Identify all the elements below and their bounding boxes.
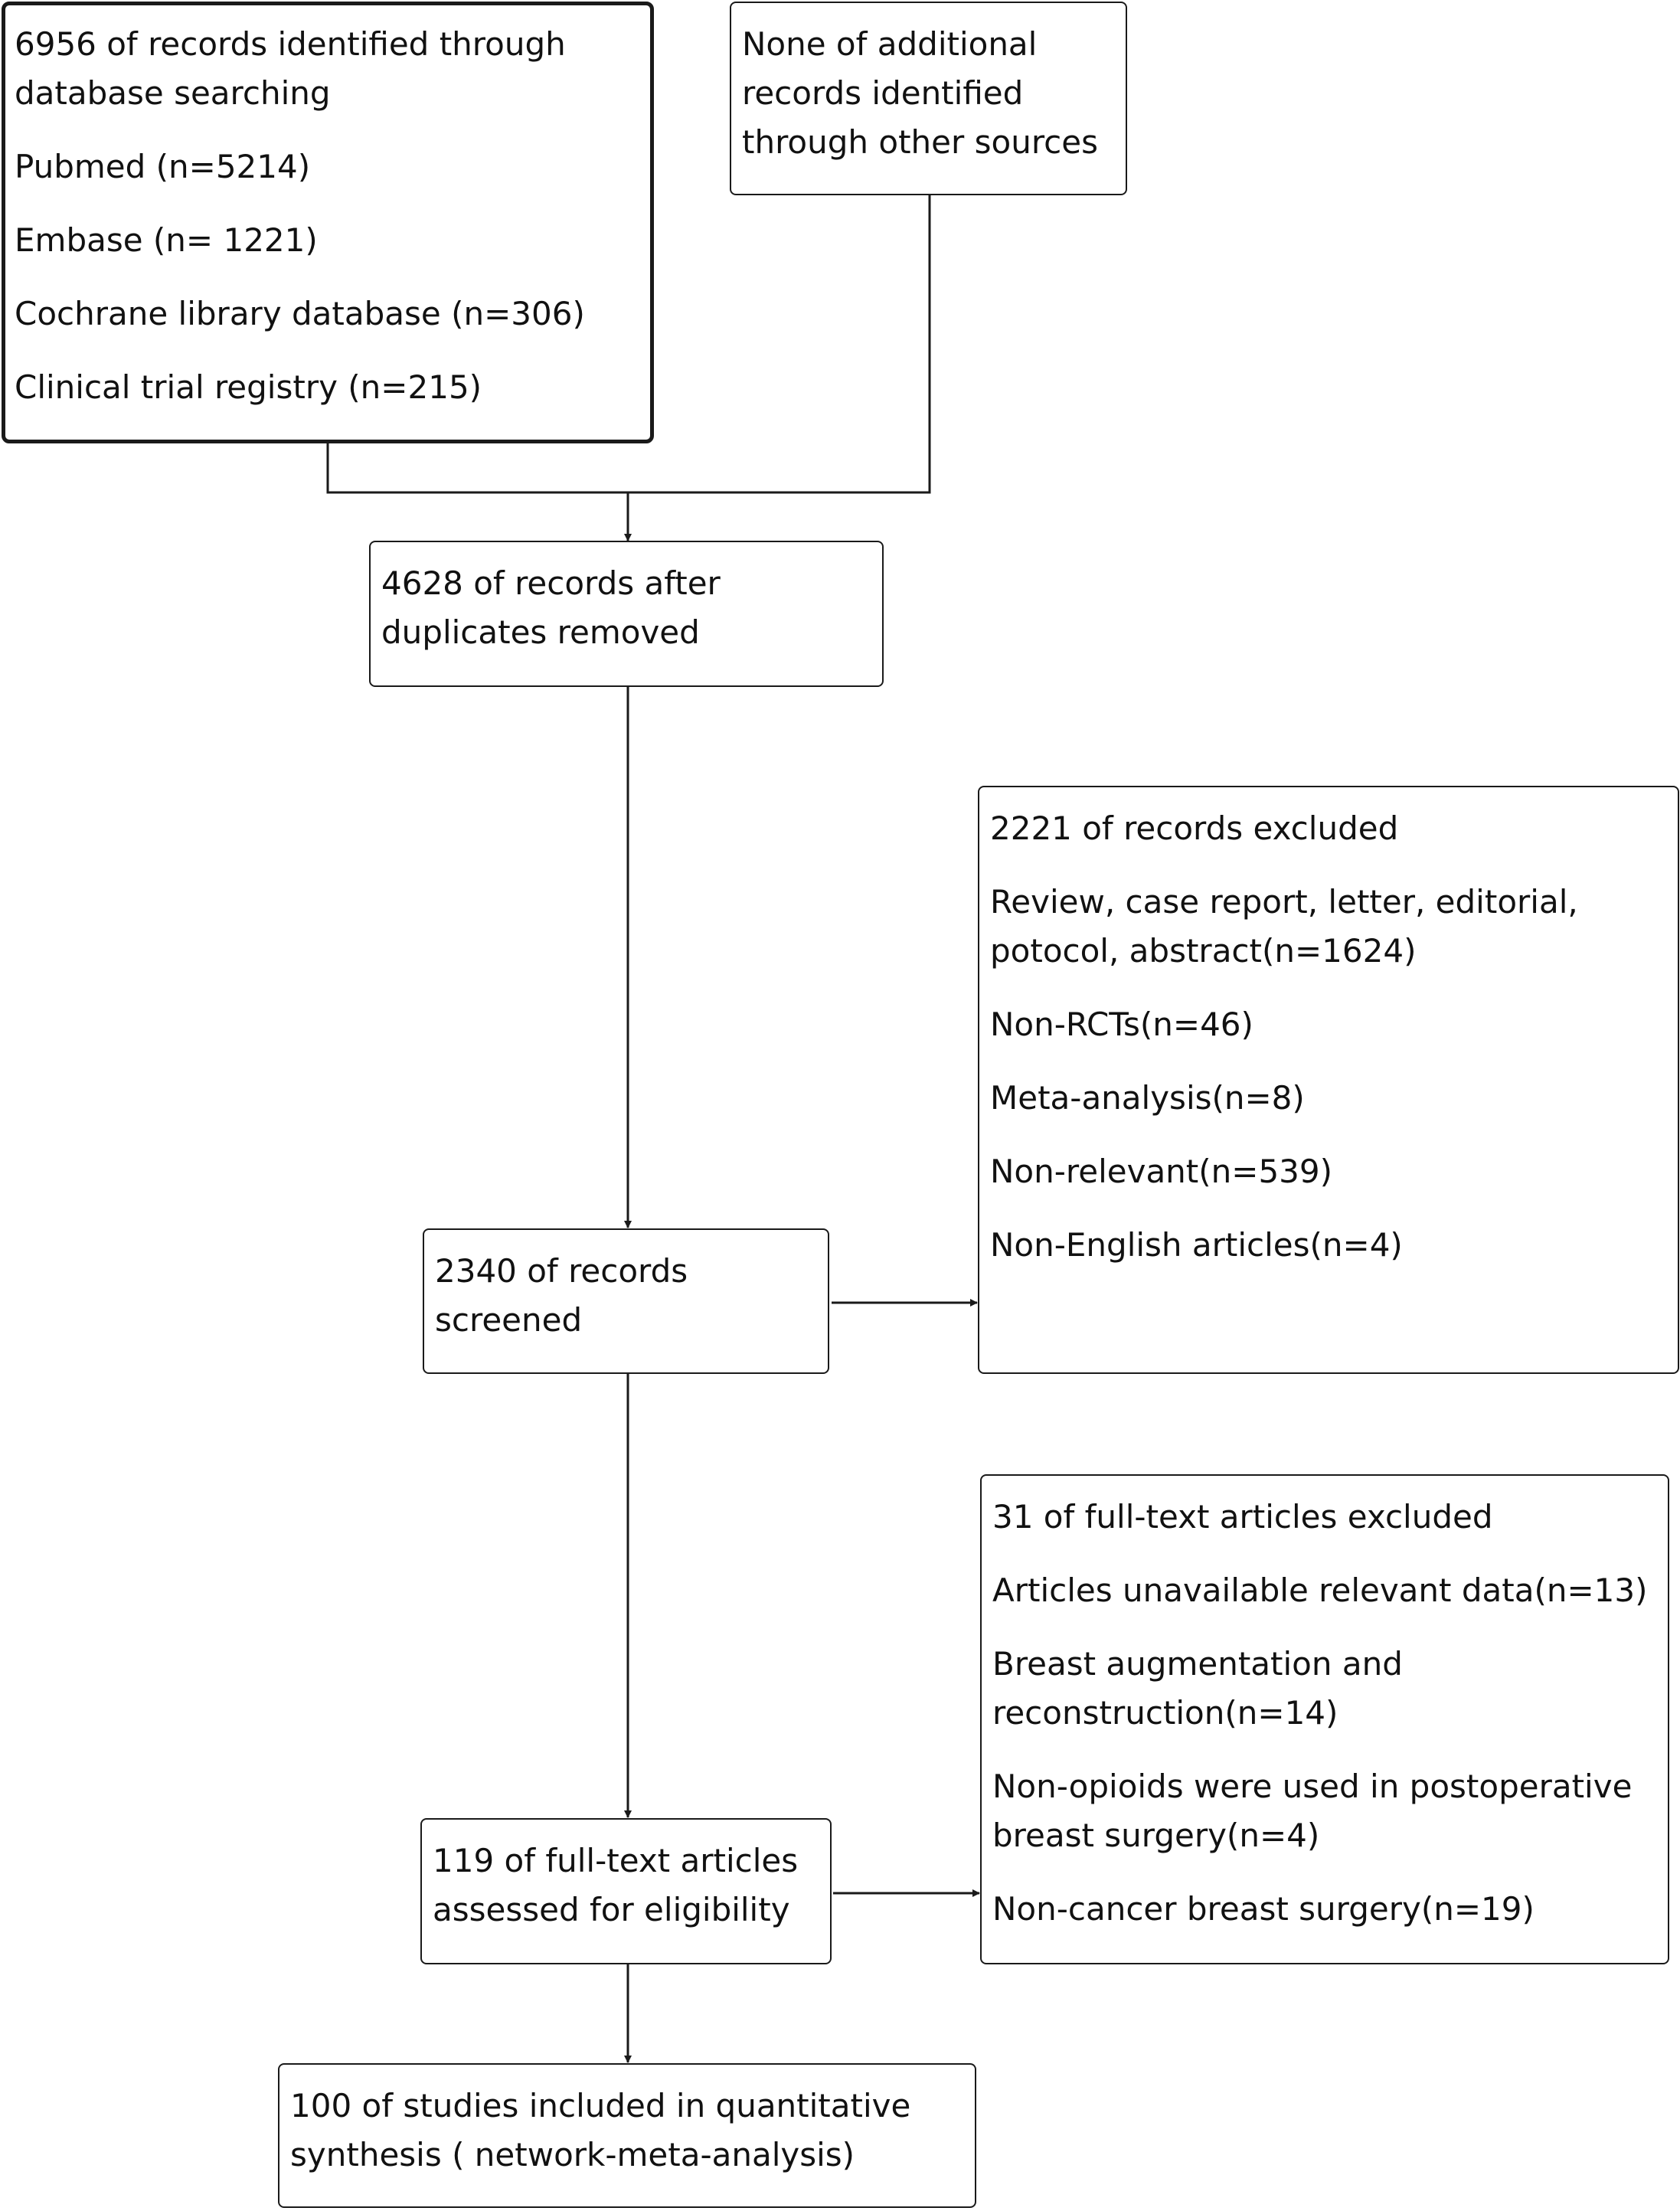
exclusion-non-cancer: Non-cancer breast surgery(n=19) xyxy=(992,1890,1535,1928)
exclusion-non-opioids-line-2: breast surgery(n=4) xyxy=(992,1817,1320,1854)
records-screened-box: 2340 of records screened xyxy=(423,1228,829,1374)
embase-count: Embase (n= 1221) xyxy=(15,221,318,259)
fulltext-excluded-count: 31 of full-text articles excluded xyxy=(992,1498,1493,1536)
database-records-count: 6956 of records identified through xyxy=(15,25,566,63)
records-screened-line-2: screened xyxy=(435,1301,583,1339)
exclusion-unavailable-data: Articles unavailable relevant data(n=13) xyxy=(992,1572,1648,1609)
studies-included-line-1: 100 of studies included in quantitative xyxy=(290,2087,911,2124)
eligibility-box: 119 of full-text articles assessed for e… xyxy=(420,1818,832,1964)
studies-included-box: 100 of studies included in quantitative … xyxy=(278,2063,976,2208)
exclusion-non-rcts: Non-RCTs(n=46) xyxy=(990,1006,1253,1043)
other-sources-box: None of additional records identified th… xyxy=(730,2,1127,195)
records-excluded-box: 2221 of records excluded Review, case re… xyxy=(978,786,1679,1374)
cochrane-count: Cochrane library database (n=306) xyxy=(15,295,585,332)
studies-included-line-2: synthesis ( network-meta-analysis) xyxy=(290,2136,855,2173)
exclusion-augmentation-line-2: reconstruction(n=14) xyxy=(992,1694,1338,1732)
clinical-trial-registry-count: Clinical trial registry (n=215) xyxy=(15,368,482,406)
exclusion-non-opioids-line-1: Non-opioids were used in postoperative xyxy=(992,1768,1633,1805)
eligibility-line-1: 119 of full-text articles xyxy=(433,1842,799,1879)
exclusion-non-relevant: Non-relevant(n=539) xyxy=(990,1153,1333,1190)
duplicates-removed-line-1: 4628 of records after xyxy=(381,564,721,602)
records-screened-line-1: 2340 of records xyxy=(435,1252,688,1290)
other-sources-line-2: records identified xyxy=(742,74,1024,112)
other-sources-line-1: None of additional xyxy=(742,25,1038,63)
eligibility-line-2: assessed for eligibility xyxy=(433,1891,790,1928)
database-records-label: database searching xyxy=(15,74,331,112)
exclusion-review-line-2: potocol, abstract(n=1624) xyxy=(990,932,1417,970)
records-excluded-count: 2221 of records excluded xyxy=(990,810,1399,847)
exclusion-review-line-1: Review, case report, letter, editorial, xyxy=(990,883,1578,921)
pubmed-count: Pubmed (n=5214) xyxy=(15,148,311,185)
exclusion-augmentation-line-1: Breast augmentation and xyxy=(992,1645,1403,1683)
exclusion-meta-analysis: Meta-analysis(n=8) xyxy=(990,1079,1305,1117)
duplicates-removed-box: 4628 of records after duplicates removed xyxy=(369,541,884,687)
database-records-box: 6956 of records identified through datab… xyxy=(2,2,654,443)
exclusion-non-english: Non-English articles(n=4) xyxy=(990,1226,1403,1264)
other-sources-line-3: through other sources xyxy=(742,123,1098,161)
duplicates-removed-line-2: duplicates removed xyxy=(381,613,700,651)
fulltext-excluded-box: 31 of full-text articles excluded Articl… xyxy=(980,1474,1669,1964)
